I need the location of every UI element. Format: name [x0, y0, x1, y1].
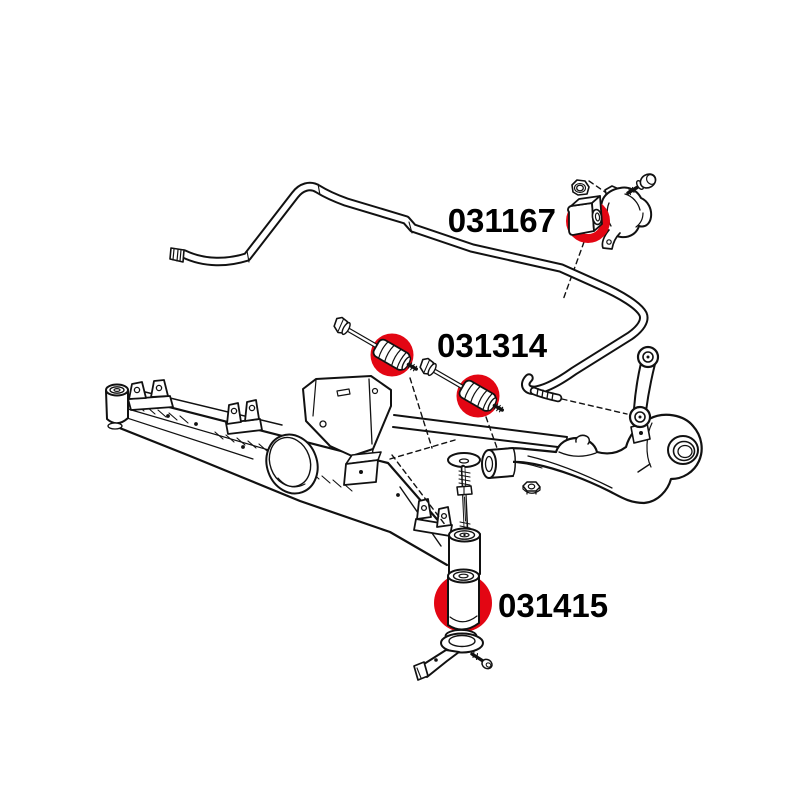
- mounting-stud: [447, 452, 481, 532]
- diff-mount-plate: [302, 375, 392, 470]
- part-number-031167[interactable]: 031167: [448, 202, 556, 239]
- subframe-beam: [105, 375, 453, 567]
- stabilizer-mount-assembly: [566, 173, 657, 250]
- mount-box-bracket: [343, 451, 382, 486]
- trailing-arm: [481, 413, 703, 505]
- mount-nut: [571, 179, 590, 196]
- arm-front-bushing-tube: [481, 447, 516, 479]
- drawing-root: 031167 031314 031415: [105, 173, 703, 681]
- beam-front-bushing: [105, 383, 129, 430]
- arm-nut: [522, 481, 541, 495]
- bar-end-threads: [536, 387, 554, 401]
- stabilizer-bar: [169, 181, 649, 403]
- mount-bolt: [626, 173, 657, 196]
- spring-seat-nub: [575, 434, 591, 445]
- beam-oval-recess: [265, 433, 319, 495]
- part-number-031415[interactable]: 031415: [498, 587, 608, 624]
- trailing-arm-bushing-2[interactable]: [416, 355, 507, 418]
- beam-bracket-front: [127, 379, 174, 411]
- subframe-rear-rail: [392, 414, 568, 449]
- trailing-arm-bushing-1[interactable]: [330, 314, 421, 377]
- stud-washer: [447, 452, 481, 468]
- mount-bracket: [599, 185, 653, 250]
- part-number-031314[interactable]: 031314: [437, 327, 548, 364]
- subframe-bushing: [447, 568, 480, 631]
- mount-bracket-arm: [413, 632, 484, 681]
- beam-bracket-middle: [225, 399, 263, 435]
- hub-housing: [633, 422, 699, 473]
- bracket-bolt: [470, 650, 493, 670]
- bar-front-tip: [169, 247, 185, 263]
- subframe-mount-assembly: [413, 527, 493, 681]
- stabilizer-bushing-block: [567, 195, 603, 236]
- stabilizer-drop-link: [628, 345, 660, 429]
